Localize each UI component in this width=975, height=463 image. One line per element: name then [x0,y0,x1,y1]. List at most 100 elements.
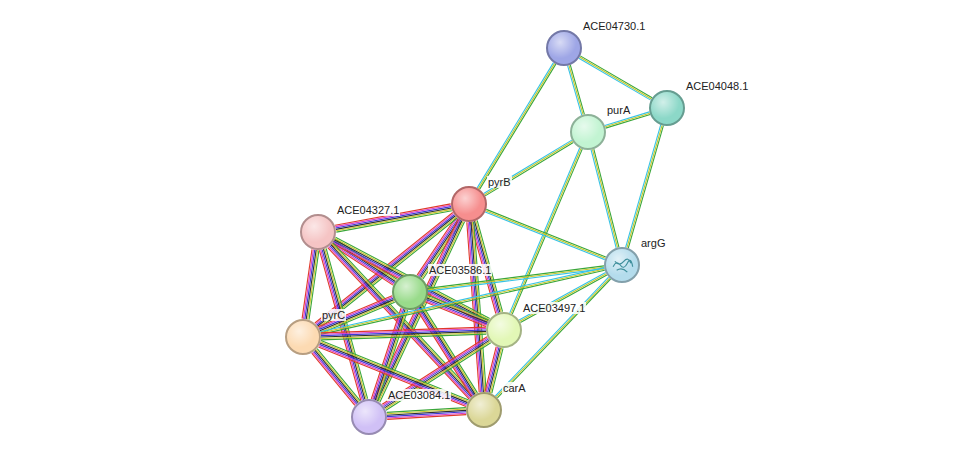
interaction-edge [302,249,319,319]
node-label: argG [640,237,666,249]
node-label: ACE03586.1 [428,264,492,276]
evidence-strand [320,342,468,402]
evidence-strand [486,211,606,259]
evidence-strand [335,204,451,225]
protein-node: ACE03497.1 [486,312,522,348]
protein-node: ACE04327.1 [300,214,336,250]
node-label: carA [502,382,527,394]
evidence-strand [488,347,499,392]
evidence-strand [314,351,357,403]
evidence-strand [580,56,652,98]
evidence-strand [606,115,651,129]
evidence-strand [627,125,662,247]
evidence-strand [468,222,480,392]
evidence-strand [628,126,663,248]
evidence-strand [579,58,651,100]
evidence-strand [382,337,487,404]
evidence-strand [332,244,394,284]
interaction-edge [485,347,503,394]
evidence-strand [592,149,617,247]
interaction-edge [321,327,486,340]
protein-node: pyrC [285,319,321,355]
evidence-strand [568,66,582,115]
evidence-strand [315,350,358,402]
evidence-strand [305,250,315,319]
evidence-strand [375,309,405,400]
evidence-strand [321,269,605,333]
evidence-strand [480,64,556,189]
node-label: ACE04048.1 [685,80,749,92]
interaction-edge [425,296,488,327]
evidence-strand [486,347,497,392]
evidence-strand [626,125,661,247]
node-label: pyrB [487,176,512,188]
evidence-strand [484,140,572,193]
evidence-strand [478,63,554,188]
evidence-strand [580,57,652,99]
evidence-strand [302,249,312,318]
evidence-strand [570,65,584,114]
evidence-strand [594,149,619,247]
node-label: ACE04327.1 [336,204,400,216]
protein-node: ACE03084.1 [351,399,387,435]
node-label: ACE03084.1 [387,389,451,401]
protein-node: ACE04048.1 [649,90,685,126]
node-label: purA [606,104,631,116]
evidence-strand [334,240,488,321]
evidence-strand [374,309,404,400]
evidence-strand [308,250,318,319]
interaction-edge [626,125,664,248]
protein-node: argG [604,247,640,283]
evidence-strand [320,268,604,332]
evidence-strand [335,239,489,320]
evidence-strand [317,349,360,401]
evidence-strand [321,330,486,336]
interaction-edge [484,140,574,196]
evidence-strand [470,222,482,392]
interaction-edge [591,149,619,248]
node-label: ACE04730.1 [582,20,646,32]
evidence-strand [321,329,486,335]
evidence-strand [484,141,572,194]
evidence-strand [321,270,605,334]
node-label: pyrC [321,309,346,321]
evidence-strand [320,343,468,403]
interaction-edge [477,63,556,190]
evidence-strand [426,299,487,324]
protein-node: carA [466,392,502,428]
evidence-strand [303,250,313,319]
protein-node: purA [570,114,606,150]
protein-node: ACE03586.1 [392,274,428,310]
interaction-edge [387,408,466,420]
evidence-strand [316,350,359,402]
evidence-strand [312,353,355,405]
structure-icon [606,249,638,281]
evidence-strand [387,415,466,420]
evidence-strand [319,344,467,404]
protein-node: pyrB [451,186,487,222]
evidence-strand [591,150,616,248]
evidence-strand [485,143,573,196]
evidence-strand [377,310,407,401]
evidence-strand [477,63,553,188]
evidence-strand [485,347,496,392]
interaction-edge [568,65,585,115]
interaction-edge [318,340,468,406]
protein-node: ACE04730.1 [546,30,582,66]
evidence-strand [313,352,356,404]
node-label: ACE03497.1 [522,302,586,314]
interaction-edge [467,222,486,393]
evidence-strand [306,250,316,319]
interaction-edge [579,56,652,100]
evidence-strand [520,275,606,323]
interaction-edge [318,296,395,333]
evidence-strand [486,209,606,257]
evidence-strand [378,310,408,401]
evidence-strand [569,65,583,114]
interaction-edge [312,349,360,406]
evidence-strand [320,301,394,332]
evidence-strand [319,346,467,406]
evidence-strand [485,212,605,260]
interaction-edge [485,209,606,259]
interaction-edge [320,268,605,335]
